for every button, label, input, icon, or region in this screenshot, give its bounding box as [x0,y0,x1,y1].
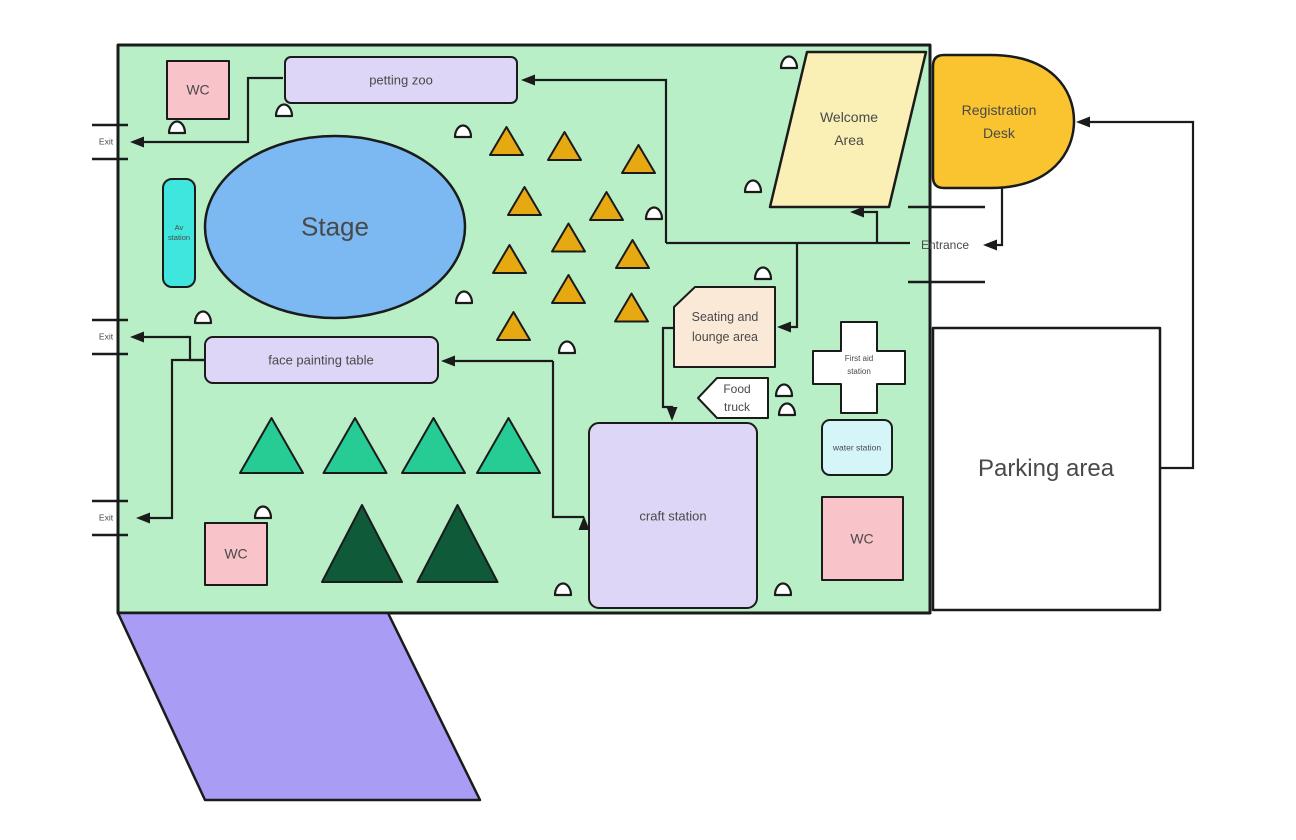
node-av-station[interactable] [162,178,196,288]
door-marker-icon[interactable] [253,505,273,520]
door-marker-icon[interactable] [779,55,799,70]
door-marker-icon[interactable] [777,402,797,417]
node-welcome-area[interactable] [768,50,928,209]
door-marker-icon[interactable] [453,124,473,139]
arrowhead-welcome [850,206,864,218]
connector-edges[interactable] [133,76,1195,520]
arrowhead-exit1 [130,136,144,148]
door-marker-icon[interactable] [774,383,794,398]
opening-ticks [92,123,985,537]
edge-registration-to-entrance[interactable] [986,188,1004,247]
edge-parking-to-registration[interactable] [1079,120,1195,470]
arrowheads [130,74,1090,530]
edge-entrance-to-petting-zoo[interactable] [524,78,668,243]
node-wc-top-left[interactable] [166,60,230,120]
node-food-truck[interactable] [697,377,769,419]
node-face-painting-table[interactable] [204,336,439,384]
door-marker-icon[interactable] [454,290,474,305]
door-marker-icon[interactable] [553,582,573,597]
arrowhead-craft-left [578,516,590,530]
arrowhead-petting-zoo [521,74,535,86]
node-wc-bottom-right[interactable] [821,496,904,581]
node-seating-lounge-area[interactable] [673,286,776,368]
edge-to-craft-station[interactable] [551,361,584,519]
door-marker-icon[interactable] [193,310,213,325]
node-wc-bottom-left[interactable] [204,522,268,586]
purple-parallelogram-area[interactable] [116,611,482,802]
arrowhead-exit2 [130,331,144,343]
arrowhead-seating [777,321,791,333]
door-marker-icon[interactable] [557,340,577,355]
door-marker-icon[interactable] [644,206,664,221]
node-registration-desk[interactable] [931,53,1076,190]
arrowhead-registration [1076,116,1090,128]
arrowhead-craft-top [666,407,678,421]
door-marker-icon[interactable] [773,582,793,597]
door-marker-icon[interactable] [743,179,763,194]
door-marker-icon[interactable] [274,103,294,118]
node-petting-zoo[interactable] [284,56,518,104]
node-parking-area[interactable] [931,326,1162,612]
arrowhead-entrance [983,239,997,251]
door-marker-icon[interactable] [753,266,773,281]
node-first-aid-station[interactable] [812,321,906,414]
node-stage[interactable] [203,134,467,320]
edge-face-painting-to-exit3[interactable] [140,358,205,520]
node-water-station[interactable] [821,419,893,476]
arrowhead-face-painting [441,355,455,367]
edge-petting-zoo-to-exit1[interactable] [133,76,283,144]
node-craft-station[interactable] [588,422,758,609]
arrowhead-exit3 [136,512,150,524]
door-marker-icon[interactable] [167,120,187,135]
